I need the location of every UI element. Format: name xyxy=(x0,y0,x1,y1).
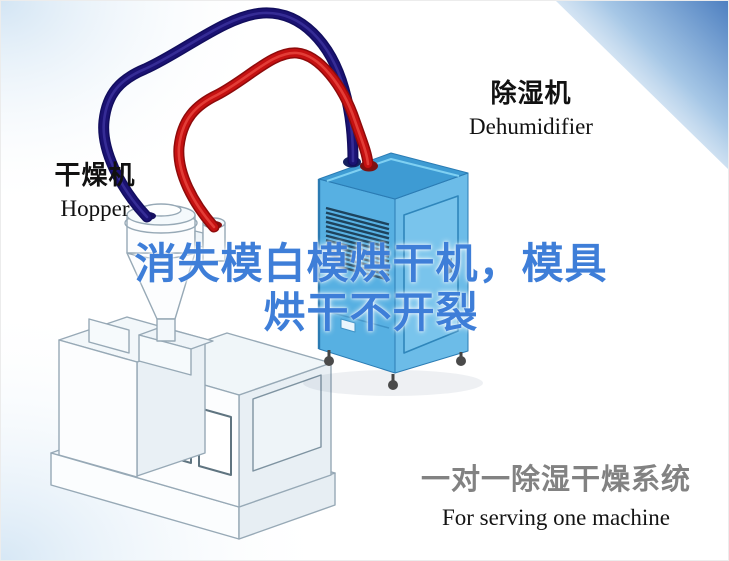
dehumidifier-door xyxy=(403,195,459,354)
dehumidifier-label: 除湿机 Dehumidifier xyxy=(457,73,605,140)
vent-grille xyxy=(325,206,390,281)
dehumidifier xyxy=(303,152,483,396)
hopper-outlet xyxy=(156,318,176,342)
footer-caption-en: For serving one machine xyxy=(441,505,671,530)
nameplate xyxy=(340,318,356,333)
side-panel xyxy=(252,374,322,472)
main-title: 消失模白模烘干机，模具 烘干不开裂 xyxy=(106,239,636,337)
corner-decoration-topright xyxy=(556,1,728,170)
main-title-line-2: 烘干不开裂 xyxy=(263,289,479,336)
footer-caption: 一对一除湿干燥系统 For serving one machine xyxy=(393,456,719,531)
hopper-label-cn: 干燥机 xyxy=(54,160,136,190)
injection-molding-machine xyxy=(50,203,336,540)
caster-wheels xyxy=(324,350,466,390)
hopper-label: 干燥机 Hopper xyxy=(47,155,143,222)
footer-caption-cn: 一对一除湿干燥系统 xyxy=(420,464,691,496)
dehumidifier-label-cn: 除湿机 xyxy=(490,78,572,108)
dehumidifier-label-en: Dehumidifier xyxy=(469,114,593,139)
door-handle xyxy=(448,258,452,274)
red-supply-pipe xyxy=(173,47,374,233)
hopper-label-en: Hopper xyxy=(60,196,130,221)
main-title-line-1: 消失模白模烘干机，模具 xyxy=(134,240,608,287)
corner-wash-topleft xyxy=(1,1,311,231)
